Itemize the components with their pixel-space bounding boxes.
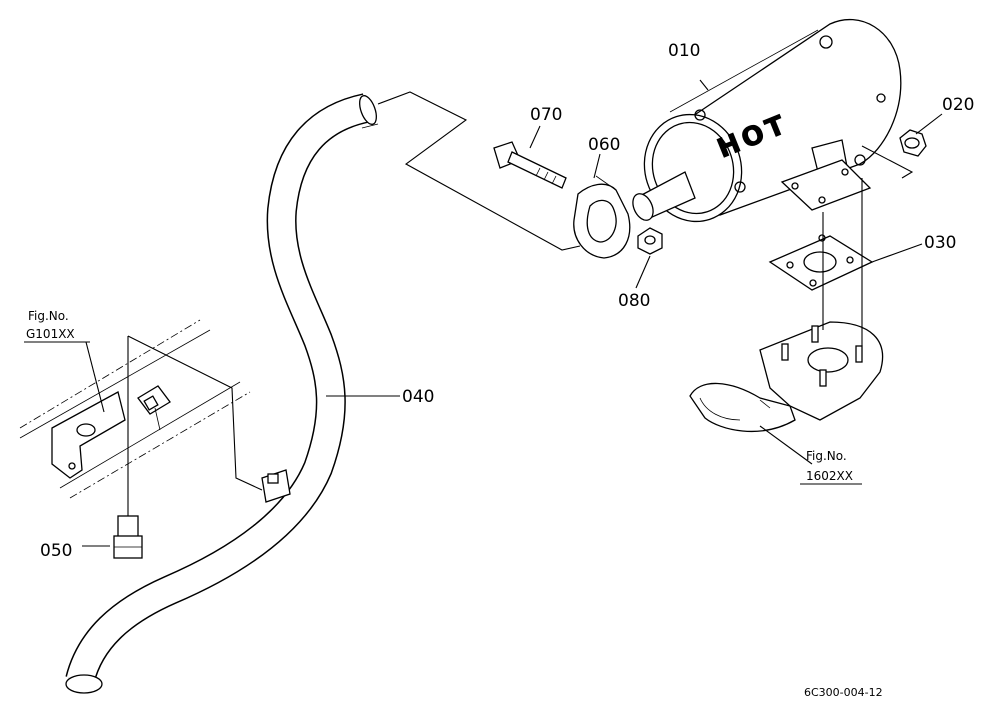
figure-ref-right: Fig.No. 1602XX [800, 449, 862, 485]
figure-ref-left-prefix: Fig.No. [28, 309, 69, 323]
gasket-030 [768, 234, 874, 291]
clamp-060 [573, 175, 631, 259]
label-060: 060 [588, 135, 620, 155]
nut-080 [637, 227, 663, 255]
label-020: 020 [942, 95, 974, 115]
label-070: 070 [530, 105, 562, 125]
leader-lines [82, 79, 943, 547]
label-040: 040 [402, 387, 434, 407]
fitting-050 [113, 515, 143, 559]
figure-ref-right-prefix: Fig.No. [806, 449, 847, 463]
frame-bracket [19, 319, 251, 499]
drawing-code: 6C300-004-12 [804, 686, 883, 699]
figure-ref-right-number: 1602XX [806, 469, 853, 483]
nut-020 [899, 129, 927, 157]
exhaust-pipe-040 [65, 93, 379, 694]
part-labels: 010 020 030 040 050 060 070 080 [40, 41, 974, 561]
figure-ref-left: Fig.No. G101XX [24, 309, 90, 343]
label-030: 030 [924, 233, 956, 253]
bolt-070 [493, 141, 567, 189]
figure-ref-left-number: G101XX [26, 327, 75, 341]
label-080: 080 [618, 291, 650, 311]
muffler-010: HOT [632, 19, 902, 223]
label-010: 010 [668, 41, 700, 61]
exhaust-manifold [689, 321, 884, 432]
label-050: 050 [40, 541, 72, 561]
